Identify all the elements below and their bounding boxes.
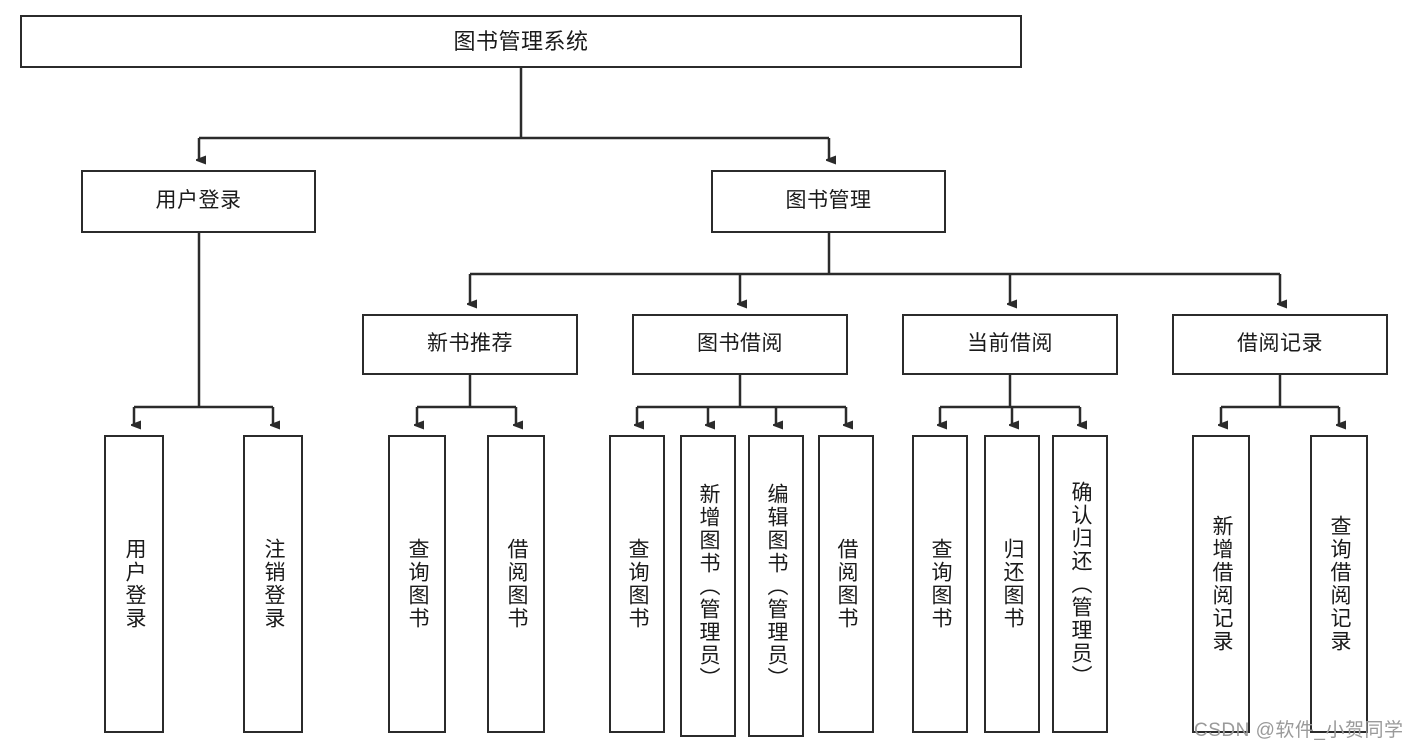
node-user-login-label: 用户登录 (155, 189, 242, 213)
node-new-book-rec[interactable]: 新书推荐 (362, 314, 578, 375)
node-leaf-query-record[interactable]: 查询借阅记录 (1310, 435, 1368, 733)
node-leaf-query-book-1[interactable]: 查询图书 (388, 435, 446, 733)
watermark: CSDN @软件_小贺同学 (1194, 720, 1404, 741)
node-leaf-return-book-label: 归还图书 (1001, 538, 1025, 630)
node-leaf-logout-label: 注销登录 (262, 538, 286, 630)
node-leaf-add-book-label: 新增图书（管理员） (697, 482, 721, 690)
node-borrow-record[interactable]: 借阅记录 (1172, 314, 1388, 375)
node-root[interactable]: 图书管理系统 (20, 15, 1022, 68)
node-current-borrow[interactable]: 当前借阅 (902, 314, 1118, 375)
node-new-book-rec-label: 新书推荐 (427, 332, 513, 356)
node-borrow-record-label: 借阅记录 (1237, 332, 1323, 356)
node-leaf-query-book-2-label: 查询图书 (626, 538, 650, 630)
node-leaf-confirm-return-label: 确认归还（管理员） (1069, 480, 1093, 688)
node-leaf-user-login[interactable]: 用户登录 (104, 435, 164, 733)
node-leaf-query-book-1-label: 查询图书 (406, 538, 430, 630)
node-current-borrow-label: 当前借阅 (967, 332, 1053, 356)
node-book-manage-label: 图书管理 (785, 189, 872, 213)
node-leaf-query-book-3-label: 查询图书 (929, 538, 953, 630)
node-leaf-borrow-book-2[interactable]: 借阅图书 (818, 435, 874, 733)
node-leaf-logout[interactable]: 注销登录 (243, 435, 303, 733)
node-leaf-add-record[interactable]: 新增借阅记录 (1192, 435, 1250, 733)
node-leaf-query-record-label: 查询借阅记录 (1328, 515, 1352, 653)
node-user-login[interactable]: 用户登录 (81, 170, 316, 233)
node-leaf-query-book-2[interactable]: 查询图书 (609, 435, 665, 733)
node-leaf-borrow-book-1-label: 借阅图书 (505, 538, 529, 630)
node-leaf-add-book[interactable]: 新增图书（管理员） (680, 435, 736, 737)
node-leaf-borrow-book-1[interactable]: 借阅图书 (487, 435, 545, 733)
node-leaf-borrow-book-2-label: 借阅图书 (835, 538, 859, 630)
node-leaf-confirm-return[interactable]: 确认归还（管理员） (1052, 435, 1108, 733)
node-leaf-edit-book[interactable]: 编辑图书（管理员） (748, 435, 804, 737)
node-leaf-user-login-label: 用户登录 (123, 538, 147, 630)
node-leaf-query-book-3[interactable]: 查询图书 (912, 435, 968, 733)
node-leaf-edit-book-label: 编辑图书（管理员） (765, 482, 789, 690)
node-leaf-return-book[interactable]: 归还图书 (984, 435, 1040, 733)
node-book-manage[interactable]: 图书管理 (711, 170, 946, 233)
node-book-borrow[interactable]: 图书借阅 (632, 314, 848, 375)
node-book-borrow-label: 图书借阅 (697, 332, 783, 356)
node-root-label: 图书管理系统 (453, 28, 589, 54)
node-leaf-add-record-label: 新增借阅记录 (1210, 515, 1234, 653)
